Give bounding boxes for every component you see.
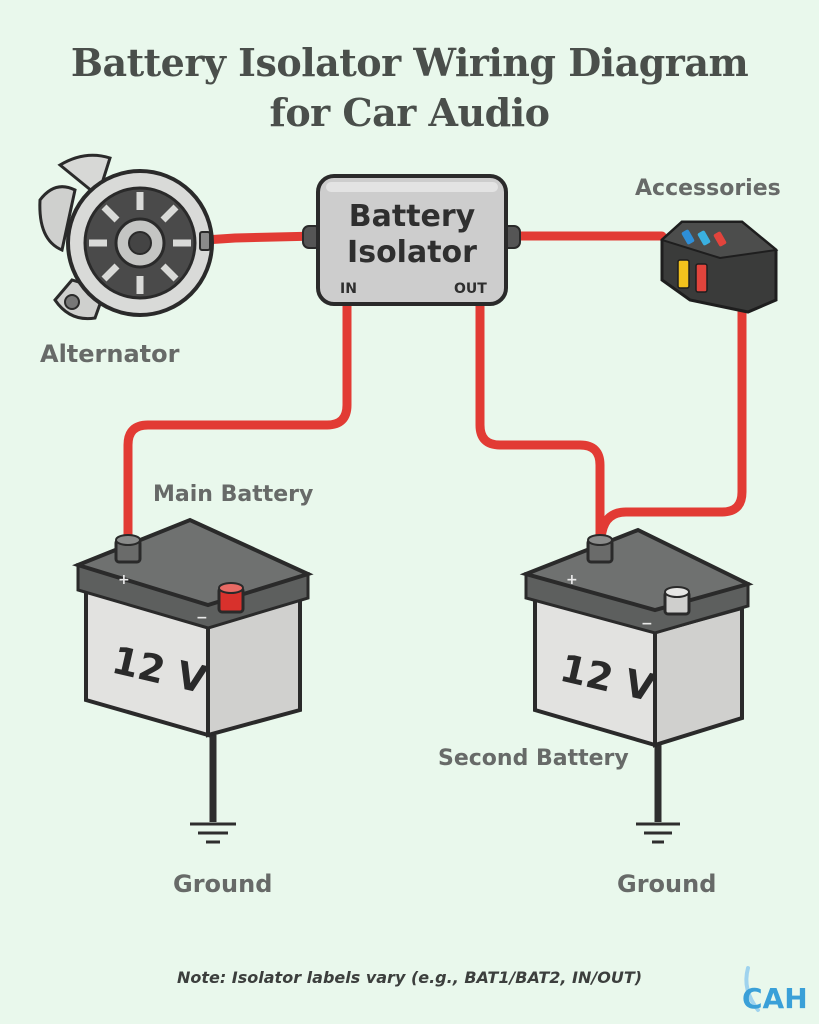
main-battery-positive-sign: +	[118, 572, 130, 588]
label-ground-right: Ground	[617, 870, 717, 898]
title-line-1: Battery Isolator Wiring Diagram	[70, 40, 749, 85]
label-ground-left: Ground	[173, 870, 273, 898]
label-accessories: Accessories	[635, 176, 781, 201]
cah-logo: CAH	[742, 966, 808, 1015]
isolator-label-line-1: Battery	[349, 199, 476, 234]
second-battery-negative-sign: −	[641, 616, 653, 632]
fuse-block-icon	[660, 220, 779, 314]
ground-symbol-right	[636, 822, 680, 844]
footnote: Note: Isolator labels vary (e.g., BAT1/B…	[176, 968, 643, 987]
logo-text: CAH	[742, 982, 808, 1015]
page-title: Battery Isolator Wiring Diagram for Car …	[0, 38, 819, 138]
second-battery-positive-sign: +	[566, 572, 578, 588]
main-battery: + − 12 V	[72, 517, 314, 844]
label-main-battery: Main Battery	[153, 482, 314, 507]
title-line-2: for Car Audio	[269, 90, 550, 135]
second-battery: + − 12 V	[519, 527, 754, 844]
wire-isolator-out-to-second-battery	[475, 300, 605, 545]
wires	[123, 231, 747, 545]
isolator-in-label: IN	[340, 281, 357, 297]
main-battery-negative-sign: −	[196, 610, 208, 626]
wire-accessories-to-second-battery	[595, 307, 747, 545]
isolator-out-label: OUT	[454, 281, 487, 297]
wire-alternator-to-isolator	[200, 231, 323, 245]
alternator-icon	[38, 153, 214, 321]
ground-symbol-left	[190, 822, 236, 844]
isolator-label-line-2: Isolator	[347, 235, 477, 270]
battery-isolator: Battery Isolator IN OUT	[302, 174, 521, 306]
label-second-battery: Second Battery	[438, 746, 629, 771]
wire-isolator-in-to-main-battery	[123, 300, 352, 545]
label-alternator: Alternator	[40, 340, 180, 368]
